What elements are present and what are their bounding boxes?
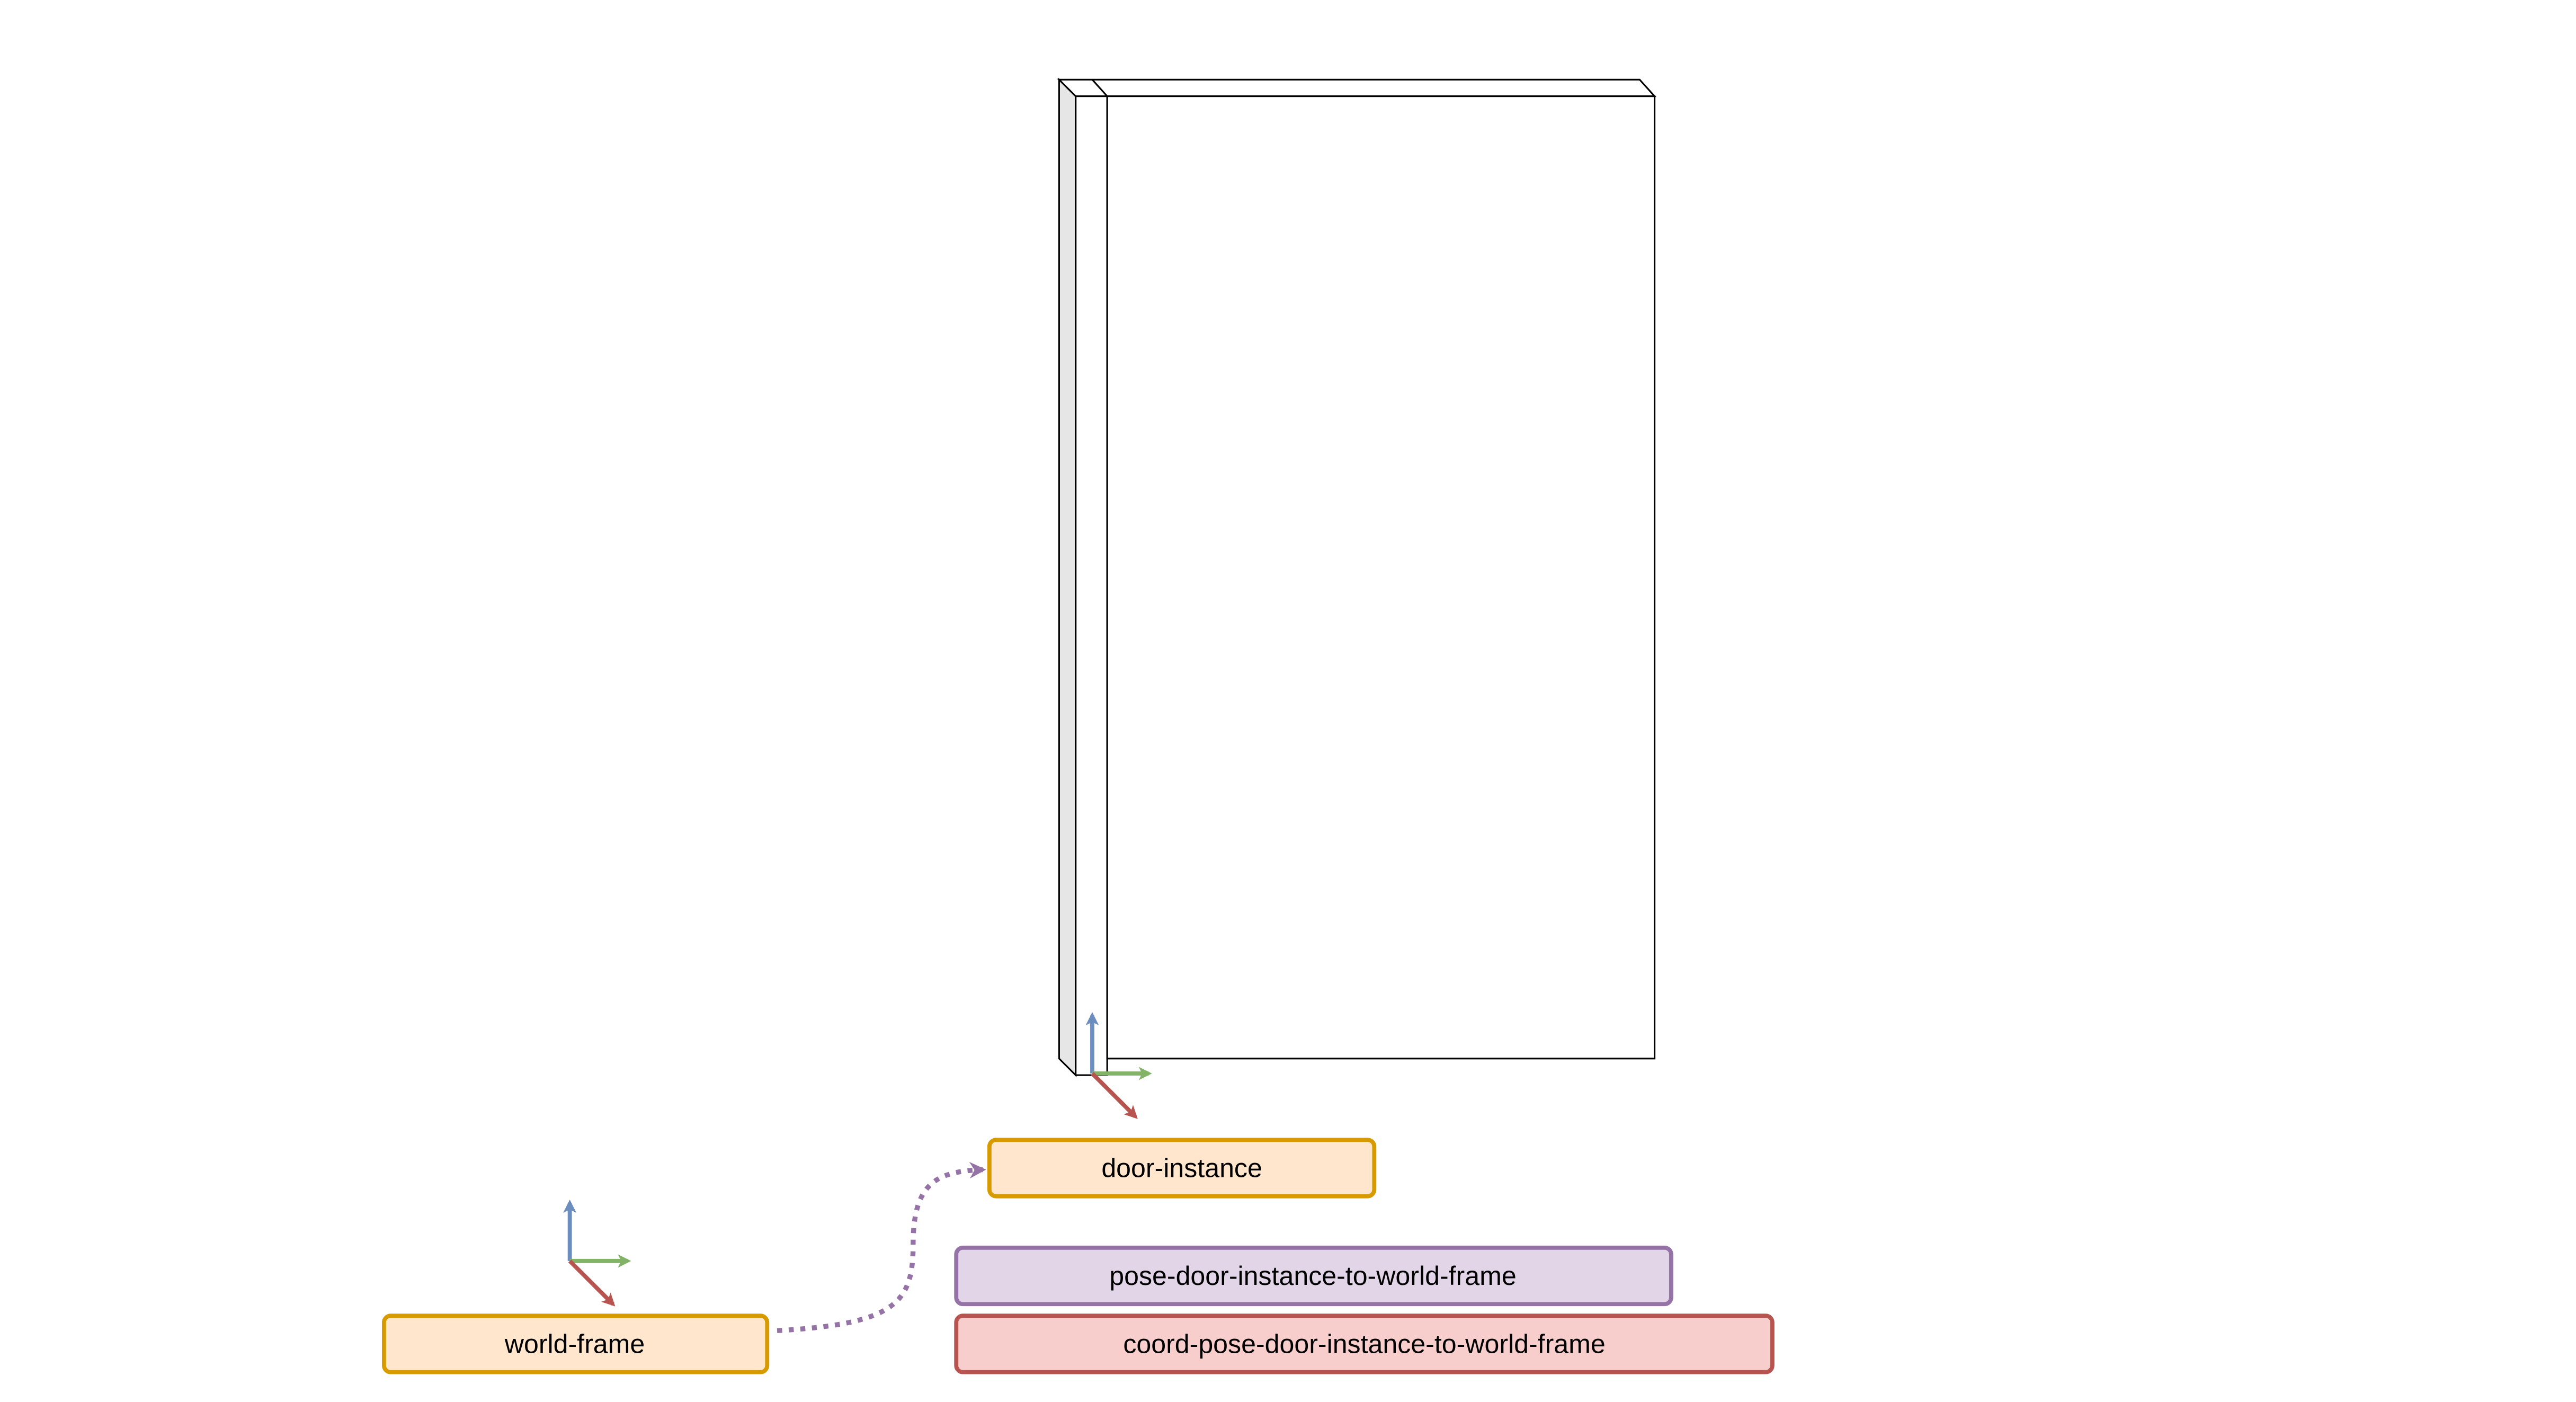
door-side-face <box>1058 77 1077 1077</box>
door-top-face <box>1057 78 1657 97</box>
node-label: pose-door-instance-to-world-frame <box>1109 1261 1516 1291</box>
door-front-face <box>1106 95 1656 1060</box>
node-coord[interactable]: coord-pose-door-instance-to-world-frame <box>954 1314 1775 1374</box>
world-axes-icon <box>563 1199 631 1307</box>
node-label: world-frame <box>504 1329 645 1359</box>
node-pose[interactable]: pose-door-instance-to-world-frame <box>954 1245 1673 1307</box>
pose-edge-arrow[interactable] <box>777 1161 986 1334</box>
node-label: door-instance <box>1101 1153 1262 1183</box>
node-label: coord-pose-door-instance-to-world-frame <box>1123 1329 1605 1359</box>
door-3d-shape <box>1057 77 1657 1077</box>
door-axes-icon <box>1085 1012 1152 1119</box>
node-door-instance[interactable]: door-instance <box>987 1138 1377 1199</box>
node-world-frame[interactable]: world-frame <box>381 1314 770 1374</box>
door-edge-face <box>1075 95 1108 1076</box>
